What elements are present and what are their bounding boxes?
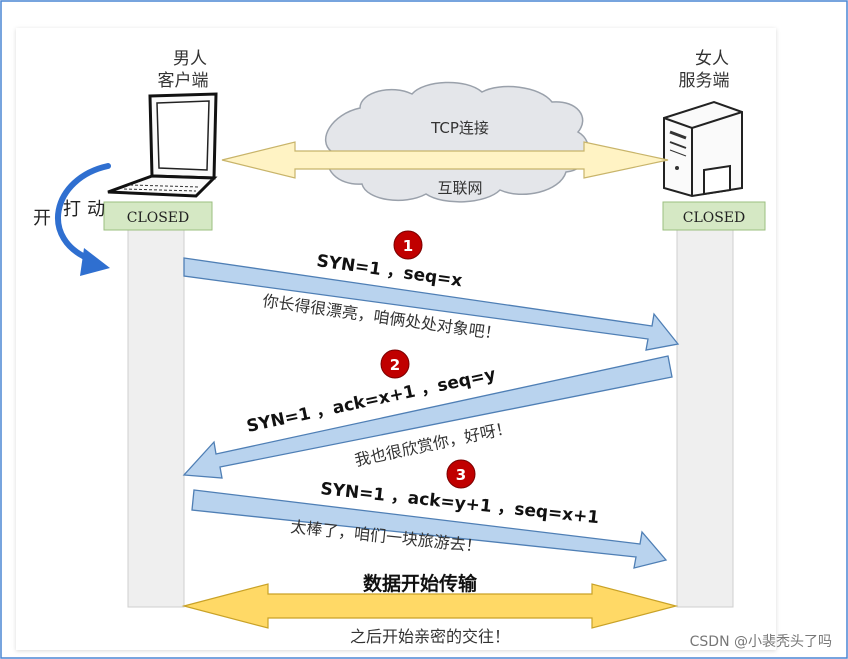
client-title: 男人 xyxy=(173,49,207,69)
watermark: CSDN @小裴秃头了吗 xyxy=(690,634,832,650)
transfer-note: 之后开始亲密的交往！ xyxy=(350,627,510,646)
data-transfer-arrow xyxy=(181,583,679,629)
step3-arrow xyxy=(191,489,668,569)
client-state-label: CLOSED xyxy=(127,210,190,226)
step3-badge: 3 xyxy=(446,459,476,489)
tcp-connection-arrow xyxy=(221,141,669,179)
server-title: 女人 xyxy=(695,49,729,69)
client-lifeline xyxy=(127,204,185,608)
laptop-icon xyxy=(107,92,218,198)
step2-arrow xyxy=(182,355,673,479)
server-subtitle: 服务端 xyxy=(679,71,730,91)
client-state-box xyxy=(103,201,213,231)
active-open-char-3: 开 xyxy=(33,208,51,229)
step1-badge: 1 xyxy=(393,230,423,260)
step1-number: 1 xyxy=(403,237,413,255)
active-open-char-2: 打 xyxy=(63,199,81,220)
server-lifeline xyxy=(676,204,734,608)
server-state-label: CLOSED xyxy=(683,210,746,226)
client-subtitle: 客户端 xyxy=(158,71,209,91)
server-state-box xyxy=(662,201,766,231)
step1-arrow xyxy=(183,257,680,351)
transfer-title: 数据开始传输 xyxy=(363,572,478,595)
internet-cloud-icon xyxy=(325,81,590,203)
active-open-char-1: 动 xyxy=(87,199,105,220)
server-icon xyxy=(663,100,743,198)
cloud-bottom-label: 互联网 xyxy=(437,179,482,197)
step3-number: 3 xyxy=(456,466,466,484)
active-open-arrow xyxy=(55,163,111,276)
step2-badge: 2 xyxy=(380,349,410,379)
cloud-top-label: TCP连接 xyxy=(430,119,489,137)
step2-number: 2 xyxy=(390,356,400,374)
